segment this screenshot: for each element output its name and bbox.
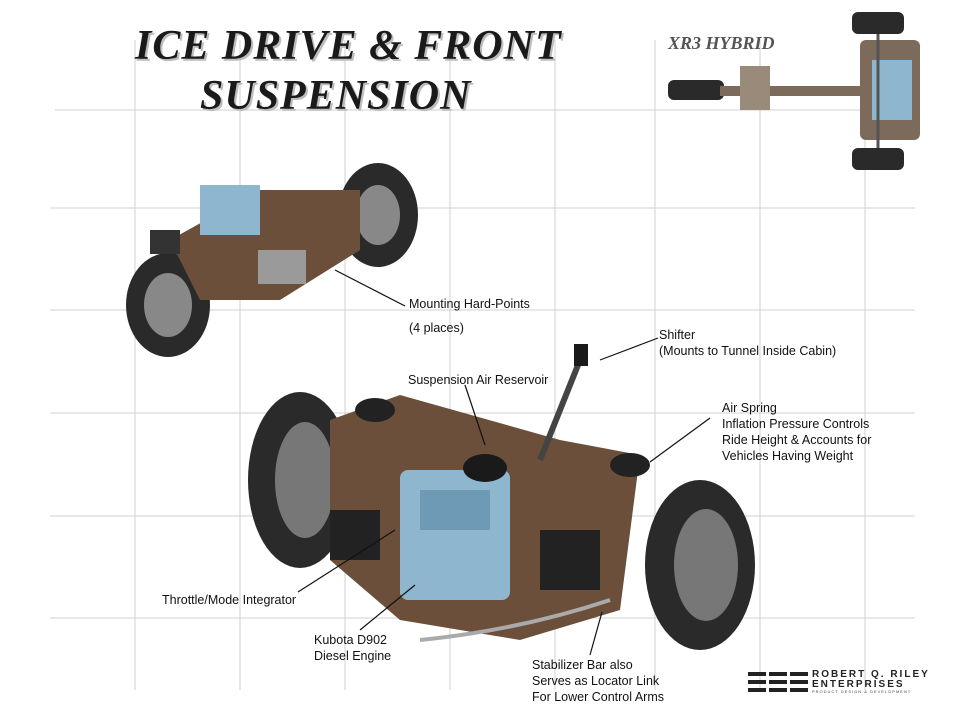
label-air-spring-line3: Ride Height & Accounts for — [722, 433, 872, 447]
label-stabilizer-bar: Stabilizer Bar also — [532, 658, 633, 672]
model-subtitle: XR3 HYBRID — [668, 33, 775, 53]
label-mounting-count: (4 places) — [409, 321, 464, 335]
logo-name: ROBERT Q. RILEY — [812, 669, 930, 680]
label-stabilizer-line3: For Lower Control Arms — [532, 690, 664, 704]
large-assembly-view — [248, 344, 755, 650]
label-mounting-hard-points: Mounting Hard-Points — [409, 297, 530, 311]
label-air-spring-line2: Inflation Pressure Controls — [722, 417, 870, 431]
page-title-line1: ICE DRIVE & FRONT — [135, 23, 562, 69]
label-shifter-note: (Mounts to Tunnel Inside Cabin) — [659, 344, 837, 358]
page-title-line2: SUSPENSION — [200, 73, 472, 119]
logo-company: ENTERPRISES — [812, 679, 905, 690]
logo-mark-icon — [748, 672, 808, 692]
label-shifter: Shifter — [659, 328, 696, 342]
small-assembly-view — [126, 163, 418, 357]
label-engine-model: Kubota D902 — [314, 633, 387, 647]
label-air-spring-line4: Vehicles Having Weight — [722, 449, 854, 463]
label-engine-type: Diesel Engine — [314, 649, 392, 663]
top-view-chassis — [668, 12, 920, 170]
label-air-reservoir: Suspension Air Reservoir — [408, 373, 549, 387]
leader-lines — [297, 269, 711, 656]
company-logo: ROBERT Q. RILEY ENTERPRISES PRODUCT DESI… — [748, 668, 938, 694]
label-throttle-integrator: Throttle/Mode Integrator — [162, 593, 297, 607]
logo-tagline: PRODUCT DESIGN & DEVELOPMENT — [812, 689, 912, 694]
label-stabilizer-line2: Serves as Locator Link — [532, 674, 660, 688]
label-air-spring: Air Spring — [722, 401, 777, 415]
